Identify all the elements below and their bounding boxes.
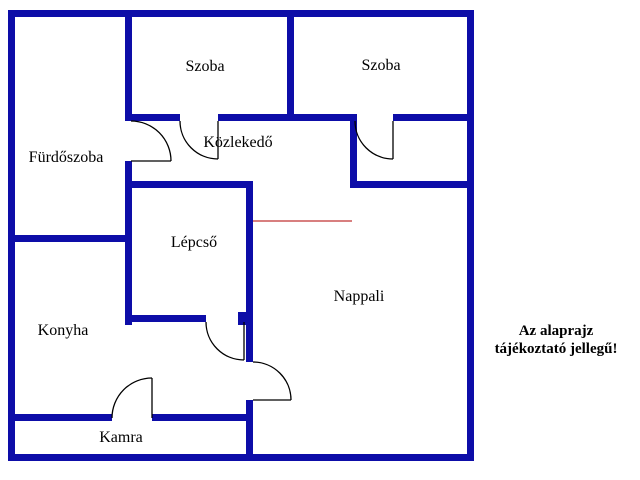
wall-szoba2-lower-left — [350, 114, 357, 188]
wall-outer-right — [467, 10, 474, 461]
wall-stairs-right-lower — [246, 400, 253, 461]
door-arc-room2 — [354, 120, 394, 160]
wall-szoba-divider — [287, 10, 294, 121]
room-label-szoba1: Szoba — [185, 58, 225, 75]
walls — [8, 10, 474, 461]
wall-outer-top — [8, 10, 474, 17]
wall-outer-bottom — [8, 454, 474, 461]
room-label-kamra: Kamra — [99, 429, 143, 446]
wall-bathroom-left-upper — [125, 10, 132, 121]
wall-pantry-top-seg2 — [152, 414, 253, 421]
wall-livingroom-top-right — [350, 181, 474, 188]
doors — [111, 120, 394, 419]
wall-stub-stairs-door — [238, 312, 253, 325]
wall-stairs-bottom — [125, 315, 206, 322]
wall-bathroom-kitchen — [8, 235, 132, 242]
door-arc-kitchen-livingroom — [252, 361, 292, 401]
wall-stairs-right-upper — [246, 181, 253, 362]
room-label-nappali: Nappali — [333, 288, 385, 305]
wall-top-rooms-seg3 — [393, 114, 474, 121]
room-label-szoba2: Szoba — [361, 57, 401, 74]
wall-top-rooms-seg1 — [125, 114, 180, 121]
room-label-kozlekedo: Közlekedő — [203, 134, 273, 151]
door-arc-bathroom — [130, 120, 172, 162]
disclaimer-note-line2: tájékoztató jellegű! — [494, 341, 618, 357]
door-arc-pantry — [111, 377, 153, 419]
door-arc-stairs — [205, 321, 245, 361]
wall-bathroom-left-lower — [125, 161, 132, 325]
disclaimer-note-line1: Az alaprajz — [518, 323, 594, 339]
wall-stairs-top — [125, 181, 253, 188]
room-label-furdoszoba: Fürdőszoba — [28, 149, 104, 166]
room-label-lepcso: Lépcső — [170, 234, 218, 251]
wall-top-rooms-seg2 — [218, 114, 355, 121]
wall-pantry-top-seg1 — [8, 414, 112, 421]
room-label-konyha: Konyha — [37, 322, 89, 339]
door-arc-room1 — [179, 120, 219, 160]
disclaimer-note: Az alaprajz tájékoztató jellegű! — [495, 322, 618, 358]
